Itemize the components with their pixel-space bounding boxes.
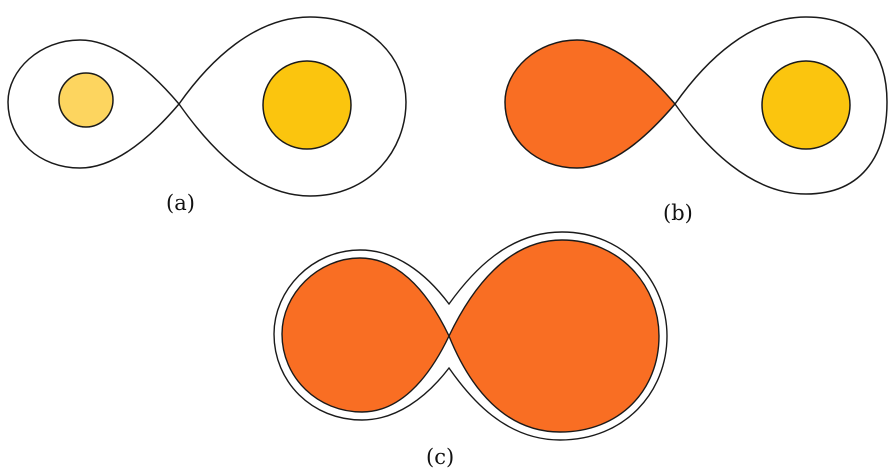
panel-c-label: (c): [426, 445, 454, 469]
panel-a: (a): [7, 16, 407, 215]
panel-a-right-star: [262, 60, 352, 150]
panel-b: (b): [504, 16, 888, 225]
panel-a-right-roche-lobe: [178, 16, 407, 197]
panel-a-left-star: [58, 72, 114, 128]
panel-c: (c): [273, 231, 668, 469]
panel-b-right-star: [761, 60, 851, 150]
panel-b-filled-left-lobe: [504, 39, 676, 169]
panel-c-filled-contact-binary: [281, 239, 660, 433]
panel-a-label: (a): [166, 191, 195, 215]
panel-b-label: (b): [663, 201, 693, 225]
panel-c-outer-envelope: [273, 231, 668, 441]
panel-a-left-roche-lobe: [7, 39, 180, 169]
panel-b-right-roche-lobe: [674, 16, 888, 195]
